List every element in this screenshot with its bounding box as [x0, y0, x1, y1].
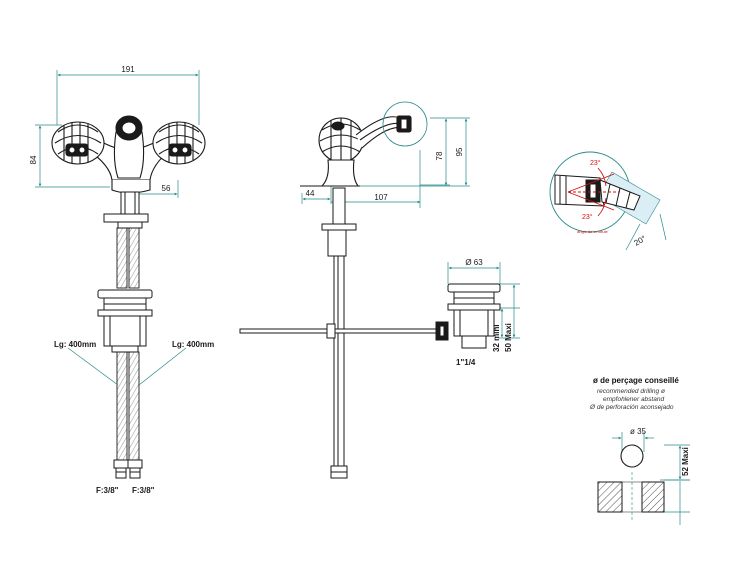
faucet-body-side	[300, 115, 412, 187]
hose-left-label: Lg: 400mm	[54, 340, 96, 349]
hose-right-leader	[138, 347, 187, 386]
side-dim-95: 95	[455, 147, 464, 156]
hose-right-label: Lg: 400mm	[172, 340, 214, 349]
angle-caption: angle de la rotule	[577, 229, 608, 234]
drilling-title: ø de perçage conseillé	[593, 376, 679, 385]
height-dimension	[35, 124, 110, 188]
drilling-line-en: recommended drilling ø	[597, 388, 665, 395]
hoses-front-upper	[116, 227, 140, 289]
conn-left-label: F:3/8"	[96, 486, 119, 495]
hose-connectors-front	[113, 459, 143, 479]
side-dim-107: 107	[374, 193, 388, 202]
drilling-note: ø de perçage conseillé recommended drill…	[589, 376, 690, 525]
waste-detail: Ø 63 32 mini 50 Maxi 1"1/4	[435, 258, 520, 367]
waste-min-label: 32 mini	[492, 324, 501, 352]
side-shank	[321, 187, 357, 479]
rotation-detail: 23° 23° angle de la rotule 20°	[549, 151, 667, 251]
detail-callout-circle	[382, 101, 428, 147]
drilling-hole-dim: ø 35	[630, 427, 647, 436]
left-handle	[51, 121, 105, 165]
side-dim-78: 78	[435, 151, 444, 160]
conn-right-label: F:3/8"	[132, 486, 155, 495]
height-dim-label: 84	[29, 155, 38, 164]
drilling-line-de: empfohlener abstand	[603, 396, 664, 403]
waste-diameter-label: Ø 63	[465, 258, 483, 267]
waste-thread-label: 1"1/4	[456, 358, 476, 367]
spout-dim-label: 56	[162, 184, 171, 193]
detail-dim-20: 20°	[633, 234, 648, 248]
right-handle	[152, 121, 206, 165]
width-dimension	[56, 70, 200, 125]
width-dim-label: 191	[121, 65, 135, 74]
hose-left-leader	[67, 347, 119, 386]
drill-hole-plan	[620, 444, 644, 468]
side-dimensions	[301, 117, 470, 208]
side-dim-44: 44	[306, 189, 315, 198]
angle-top-label: 23°	[590, 159, 601, 167]
hoses-front-lower	[116, 351, 140, 461]
waste-max-label: 50 Maxi	[504, 323, 513, 352]
angle-bottom-label: 23°	[582, 213, 593, 221]
waste-fitting-front	[97, 289, 153, 353]
drilling-max-label: 52 Maxi	[681, 447, 690, 476]
drill-hole-section	[597, 472, 665, 522]
mounting-shank-front	[103, 191, 149, 229]
drilling-line-es: Ø de perforación aconsejado	[589, 404, 674, 411]
side-view: 44 107 78 95	[239, 101, 470, 479]
front-view: 191 84 56	[29, 65, 214, 495]
